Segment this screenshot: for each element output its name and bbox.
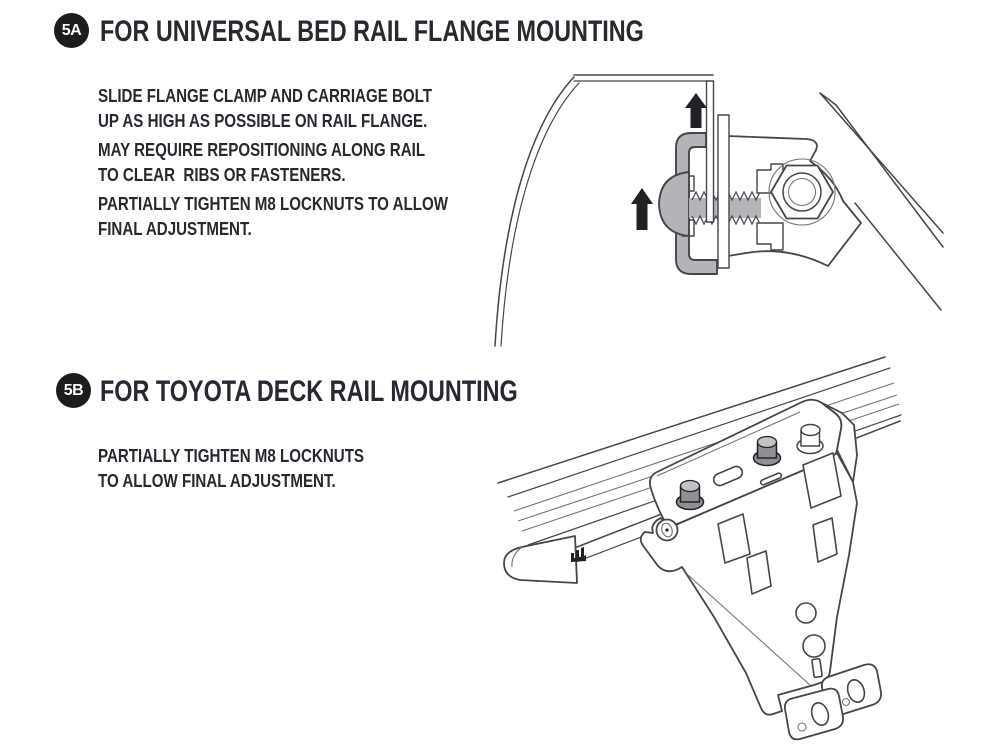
- lightening-cutout: [746, 550, 772, 595]
- bed-side-panel: [494, 74, 714, 347]
- section-5a-title: FOR UNIVERSAL BED RAIL FLANGE MOUNTING: [100, 15, 644, 48]
- step-badge-5a: 5A: [54, 13, 89, 48]
- clamp-screw: [655, 518, 679, 542]
- m8-locknut: [752, 435, 782, 467]
- mounting-ear: [783, 687, 844, 741]
- rail-end-cap: [503, 535, 586, 584]
- section-5b-instructions: PARTIALLY TIGHTEN M8 LOCKNUTS TO ALLOW F…: [98, 444, 578, 498]
- lightening-cutout: [812, 517, 838, 563]
- rack-leg-strut: [819, 92, 944, 311]
- section-5b-title: FOR TOYOTA DECK RAIL MOUNTING: [100, 375, 518, 408]
- m8-locknut: [675, 479, 705, 511]
- instruction-paragraph: PARTIALLY TIGHTEN M8 LOCKNUTS TO ALLOW F…: [98, 444, 578, 494]
- slot-cutout: [759, 472, 783, 486]
- universal-bed-rail-flange-diagram: [494, 74, 944, 347]
- instruction-line: MAY REQUIRE REPOSITIONING ALONG RAIL: [98, 140, 426, 160]
- instruction-line: PARTIALLY TIGHTEN M8 LOCKNUTS TO ALLOW: [98, 194, 449, 214]
- instruction-line: FINAL ADJUSTMENT.: [98, 219, 252, 239]
- up-arrow-icon: [631, 188, 653, 230]
- bracket-corner-fold: [821, 402, 858, 483]
- instruction-line: TO CLEAR RIBS OR FASTENERS.: [98, 165, 346, 185]
- instruction-line: PARTIALLY TIGHTEN M8 LOCKNUTS: [98, 446, 365, 466]
- m8-locknut-outline: [796, 423, 824, 455]
- brand-logo: [571, 547, 586, 562]
- instruction-paragraph: MAY REQUIRE REPOSITIONING ALONG RAIL TO …: [98, 138, 578, 188]
- bracket-boss-step: [756, 222, 784, 251]
- section-5a-instructions: SLIDE FLANGE CLAMP AND CARRIAGE BOLT UP …: [98, 84, 578, 246]
- instruction-paragraph: PARTIALLY TIGHTEN M8 LOCKNUTS TO ALLOW F…: [98, 192, 578, 242]
- bolt-hole: [795, 602, 817, 624]
- step-badge-5b: 5B: [56, 373, 91, 408]
- deck-rail-mounting-bracket: [639, 398, 882, 741]
- bed-rail-flange: [705, 80, 715, 223]
- flange-clamp: [675, 132, 718, 275]
- bolt-hole: [802, 634, 826, 658]
- instruction-paragraph: SLIDE FLANGE CLAMP AND CARRIAGE BOLT UP …: [98, 84, 578, 134]
- up-arrow-icon: [685, 93, 707, 128]
- ear-slot-hole: [846, 678, 866, 704]
- carriage-bolt-head: [658, 171, 690, 237]
- toyota-deck-rail-diagram: [497, 356, 902, 741]
- lightening-cutout: [717, 513, 751, 564]
- instruction-line: TO ALLOW FINAL ADJUSTMENT.: [98, 471, 336, 491]
- instruction-line: SLIDE FLANGE CLAMP AND CARRIAGE BOLT: [98, 86, 433, 106]
- m8-locknut: [768, 158, 836, 226]
- instruction-line: UP AS HIGH AS POSSIBLE ON RAIL FLANGE.: [98, 111, 428, 131]
- slot-cutout: [811, 657, 823, 679]
- lightening-cutout: [802, 452, 842, 509]
- ear-slot-hole: [810, 701, 830, 727]
- slot-cutout: [712, 465, 744, 487]
- bracket-plate: [717, 114, 730, 269]
